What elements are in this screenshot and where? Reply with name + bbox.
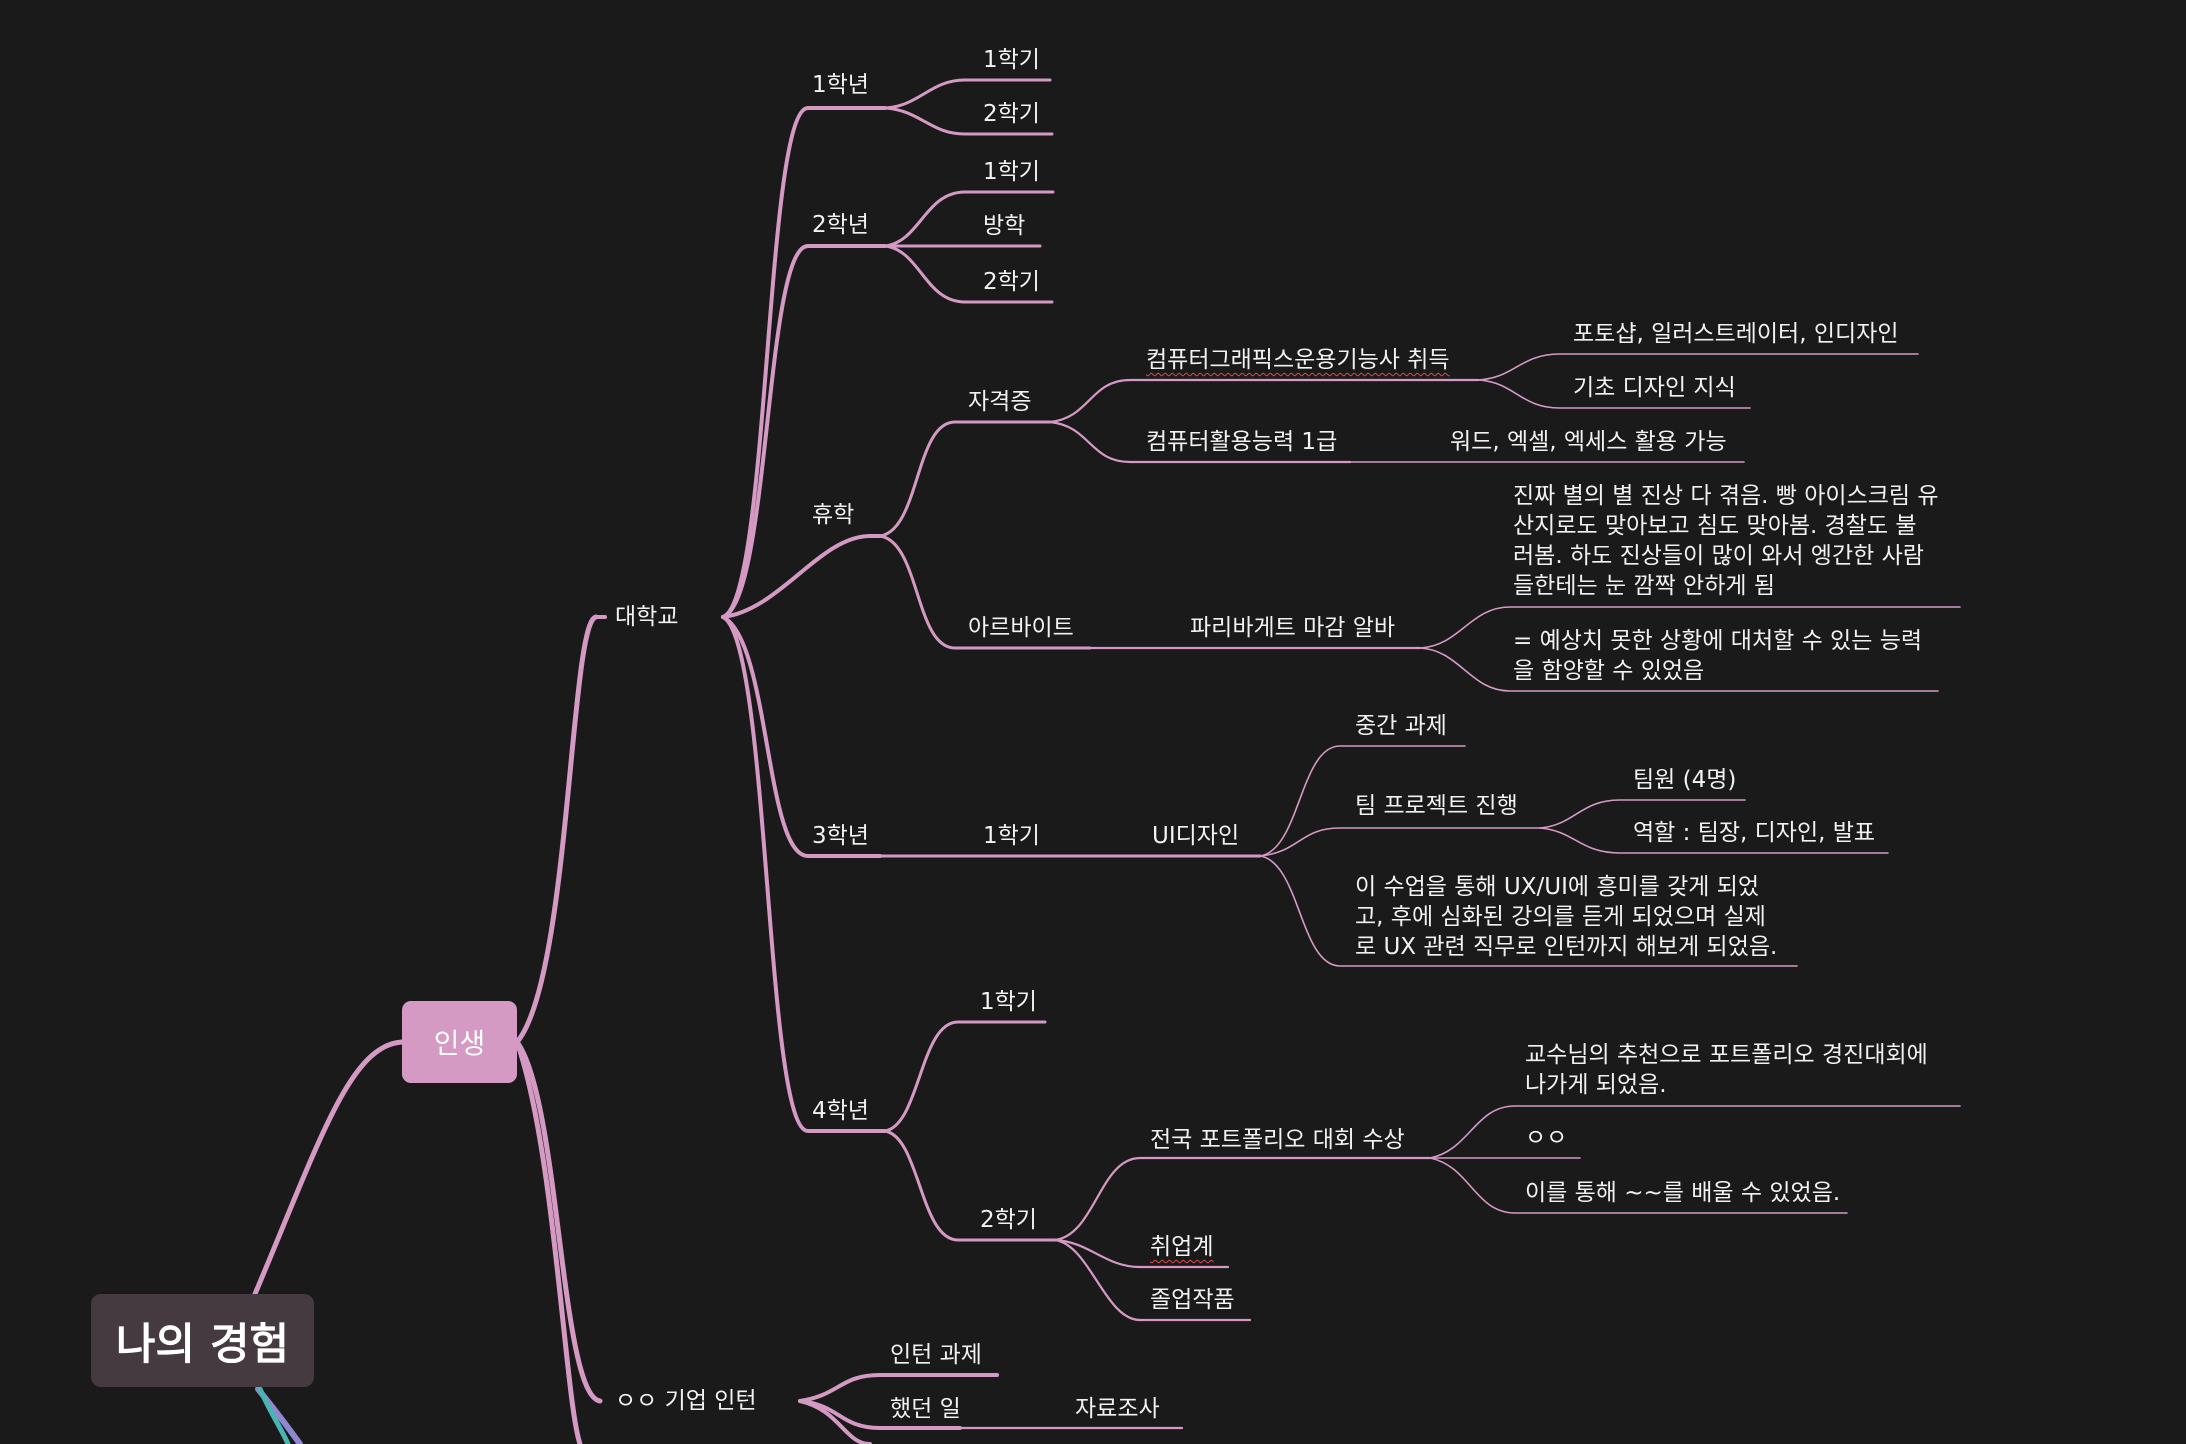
node-cert-computer-skills[interactable]: 워드, 엑셀, 엑세스 활용 가능 [1450, 429, 1727, 455]
node-intern-research[interactable]: 자료조사 [1075, 1396, 1160, 1422]
node-graduation-work[interactable]: 졸업작품 [1150, 1287, 1235, 1313]
note-line: 교수님의 추천으로 포트폴리오 경진대회에 [1525, 1042, 1928, 1068]
note-line: 들한테는 눈 깜짝 안하게 됨 [1513, 573, 1776, 599]
node-ui-midterm[interactable]: 중간 과제 [1355, 713, 1447, 739]
node-award-lesson[interactable]: 이를 통해 ~~를 배울 수 있었음. [1525, 1180, 1841, 1206]
node-job-prep-text: 취업계 [1150, 1234, 1214, 1260]
note-line: 로 UX 관련 직무로 인턴까지 해보게 되었음. [1355, 934, 1778, 960]
note-line: = 예상치 못한 상황에 대처할 수 있는 능력 [1513, 628, 1923, 654]
node-cert-graphics[interactable]: 컴퓨터그래픽스운용기능사 취득 [1146, 345, 1450, 375]
node-ui-design[interactable]: UI디자인 [1152, 823, 1240, 849]
main-topic-node[interactable]: 인생 [402, 1001, 517, 1083]
node-team-members[interactable]: 팀원 (4명) [1633, 767, 1737, 793]
node-year1-sem1[interactable]: 1학기 [983, 47, 1040, 73]
node-year2-sem2[interactable]: 2학기 [983, 269, 1040, 295]
note-line: 러봄. 하도 진상들이 많이 와서 엥간한 사람 [1513, 543, 1924, 569]
node-university[interactable]: 대학교 [615, 604, 679, 630]
node-year1-sem2[interactable]: 2학기 [983, 101, 1040, 127]
note-line: 이 수업을 통해 UX/UI에 흥미를 갖게 되었 [1355, 874, 1760, 900]
node-ui-team-project[interactable]: 팀 프로젝트 진행 [1355, 793, 1518, 819]
node-cert-graphics-text: 컴퓨터그래픽스운용기능사 취득 [1146, 347, 1450, 373]
node-bakery-lesson[interactable]: = 예상치 못한 상황에 대처할 수 있는 능력 을 함양할 수 있었음 [1513, 626, 1953, 686]
node-year2-vacation[interactable]: 방학 [983, 213, 1026, 239]
node-award-note[interactable]: 교수님의 추천으로 포트폴리오 경진대회에 나가게 되었음. [1525, 1040, 1965, 1100]
note-line: 나가게 되었음. [1525, 1072, 1667, 1098]
node-year3-sem1[interactable]: 1학기 [983, 823, 1040, 849]
node-portfolio-award[interactable]: 전국 포트폴리오 대회 수상 [1150, 1127, 1405, 1153]
node-bakery-note[interactable]: 진짜 별의 별 진상 다 겪음. 빵 아이스크림 유 산지로도 맞아보고 침도 … [1513, 481, 1973, 601]
node-year4-sem2[interactable]: 2학기 [980, 1207, 1037, 1233]
node-job-prep[interactable]: 취업계 [1150, 1232, 1213, 1262]
note-line: 산지로도 맞아보고 침도 맞아봄. 경찰도 불 [1513, 513, 1917, 539]
node-year4[interactable]: 4학년 [812, 1098, 869, 1124]
node-cert-computer[interactable]: 컴퓨터활용능력 1급 [1146, 429, 1338, 455]
node-intern-task[interactable]: 인턴 과제 [890, 1342, 982, 1368]
note-line: 고, 후에 심화된 강의를 듣게 되었으며 실제 [1355, 904, 1766, 930]
node-cert-graphics-knowledge[interactable]: 기초 디자인 지식 [1573, 375, 1736, 401]
node-year2[interactable]: 2학년 [812, 212, 869, 238]
node-year1[interactable]: 1학년 [812, 72, 869, 98]
node-intern-work[interactable]: 했던 일 [890, 1396, 961, 1422]
node-company-intern[interactable]: ㅇㅇ 기업 인턴 [615, 1388, 757, 1414]
node-bakery-job[interactable]: 파리바게트 마감 알바 [1190, 615, 1396, 641]
node-part-time-job[interactable]: 아르바이트 [968, 615, 1074, 641]
node-year4-sem1[interactable]: 1학기 [980, 989, 1037, 1015]
node-year2-sem1[interactable]: 1학기 [983, 159, 1040, 185]
node-certificates[interactable]: 자격증 [968, 389, 1032, 415]
root-node[interactable]: 나의 경험 [91, 1294, 314, 1387]
node-ui-reflection[interactable]: 이 수업을 통해 UX/UI에 흥미를 갖게 되었 고, 후에 심화된 강의를 … [1355, 872, 1805, 962]
node-team-roles[interactable]: 역할 : 팀장, 디자인, 발표 [1633, 820, 1876, 846]
note-line: 을 함양할 수 있었음 [1513, 658, 1705, 684]
node-year3[interactable]: 3학년 [812, 823, 869, 849]
node-leave-of-absence[interactable]: 휴학 [812, 502, 855, 528]
note-line: 진짜 별의 별 진상 다 겪음. 빵 아이스크림 유 [1513, 483, 1939, 509]
node-cert-graphics-skills[interactable]: 포토샵, 일러스트레이터, 인디자인 [1573, 321, 1899, 347]
node-award-placeholder[interactable]: ㅇㅇ [1525, 1125, 1568, 1151]
